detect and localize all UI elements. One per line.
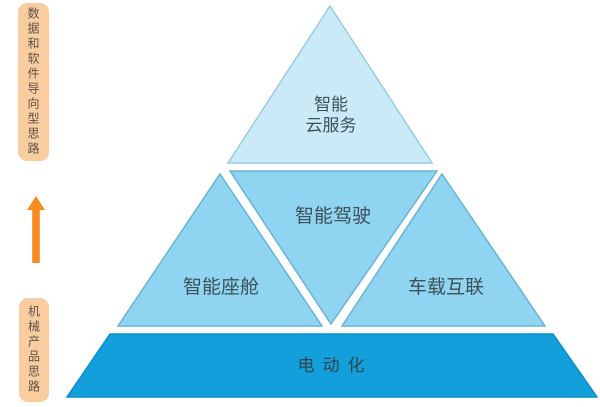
middle-left-triangle-border — [116, 172, 324, 327]
middle-center-label: 智能驾驶 — [294, 206, 372, 227]
base-trapezoid-shape — [67, 334, 597, 397]
up-arrow-icon — [27, 196, 45, 263]
top-triangle-border — [226, 4, 434, 164]
top-triangle-shape — [228, 6, 432, 163]
middle-center-inverted-triangle-border — [228, 170, 439, 326]
base-label: 电动化 — [297, 356, 373, 375]
top-triangle-label: 智能 云服务 — [306, 94, 357, 136]
up-arrow-glyph — [27, 196, 45, 263]
side-annotation-bottom: 机械产品思路 — [19, 298, 49, 402]
middle-center-inverted-triangle-shape — [230, 171, 437, 324]
middle-right-triangle-shape — [342, 174, 545, 326]
top-triangle-label-line2: 云服务 — [305, 116, 357, 135]
middle-right-label: 车载互联 — [407, 277, 485, 298]
side-annotation-bottom-text: 机械产品思路 — [26, 305, 41, 395]
middle-right-triangle-border — [340, 172, 547, 327]
middle-left-triangle-shape — [118, 174, 322, 326]
side-annotation-top: 数据和软件导向型思路 — [18, 3, 49, 161]
top-triangle-label-line1: 智能 — [314, 95, 348, 114]
middle-left-label: 智能座舱 — [182, 277, 260, 298]
side-annotation-top-text: 数据和软件导向型思路 — [26, 7, 40, 157]
base-trapezoid-border — [65, 333, 599, 398]
